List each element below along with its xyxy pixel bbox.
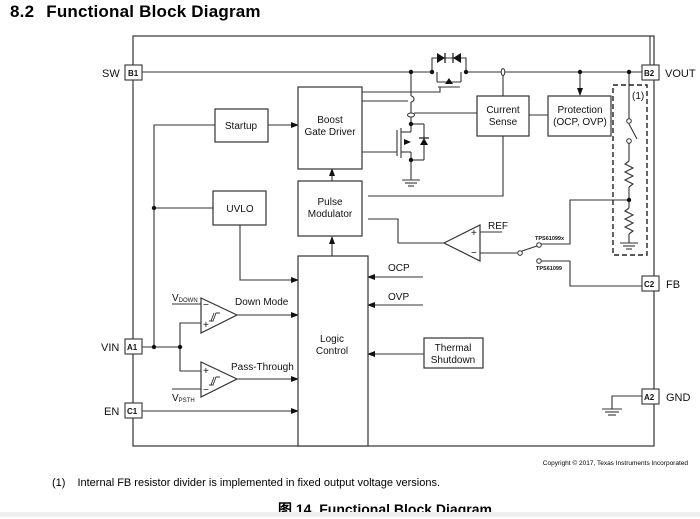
pin-id: A2	[644, 393, 655, 402]
minus-sign: −	[203, 385, 209, 396]
plus-sign: +	[203, 320, 209, 331]
switch-label-bottom: TPS61099	[536, 266, 562, 272]
vpsth-label: VPSTH	[172, 393, 195, 404]
minus-sign: −	[203, 300, 209, 311]
startup-label: Startup	[225, 121, 258, 132]
protection-sub-label: (OCP, OVP)	[553, 117, 607, 128]
minus-sign: −	[471, 248, 477, 259]
ovp-label: OVP	[388, 292, 409, 303]
thermal-shutdown-block	[423, 337, 484, 369]
control-label: Control	[316, 346, 348, 357]
junction-dots	[151, 69, 632, 350]
vdown-label: VDOWN	[172, 293, 198, 304]
pin-id: A1	[127, 343, 138, 352]
current-sense-block	[476, 95, 530, 137]
ref-label: REF	[488, 221, 508, 232]
modulator-label: Modulator	[308, 209, 353, 220]
switch-label-top: TPS61099x	[535, 236, 565, 242]
section-number: 8.2	[10, 2, 35, 21]
copyright-notice: Copyright © 2017, Texas Instruments Inco…	[542, 460, 688, 467]
note-marker: (1)	[632, 91, 644, 102]
section-title: Functional Block Diagram	[46, 2, 261, 21]
plus-sign: +	[203, 366, 209, 377]
startup-block	[214, 108, 269, 143]
chip-outline	[132, 35, 655, 447]
plus-sign: +	[471, 228, 477, 239]
pulse-modulator-block	[297, 180, 363, 237]
pass-through-comparator: + −	[200, 361, 239, 398]
footnote-text: Internal FB resistor divider is implemen…	[77, 477, 441, 489]
pin-fb: C2 FB	[641, 275, 680, 292]
boost-gate-driver-block	[297, 86, 363, 170]
pin-id: C1	[127, 407, 138, 416]
pin-id: C2	[644, 280, 655, 289]
pin-sw: B1 SW	[102, 64, 143, 81]
pin-gnd: A2 GND	[641, 388, 691, 405]
pin-name: SW	[102, 68, 120, 80]
footnote-marker: (1)	[52, 477, 66, 489]
gate-driver-label: Gate Driver	[304, 127, 356, 138]
pin-id: B2	[644, 69, 655, 78]
pulse-label: Pulse	[317, 197, 342, 208]
pin-en: C1 EN	[104, 402, 143, 419]
pin-name: VIN	[101, 342, 119, 354]
pin-name: FB	[666, 279, 680, 291]
section-heading: 8.2 Functional Block Diagram	[10, 2, 261, 22]
sense-label: Sense	[489, 117, 518, 128]
ocp-label: OCP	[388, 263, 410, 274]
error-amplifier: + −	[442, 224, 481, 262]
internal-divider-box	[612, 84, 648, 256]
pin-id: B1	[128, 69, 139, 78]
pin-name: EN	[104, 406, 119, 418]
logic-control-block	[297, 255, 369, 447]
pin-vout: B2 VOUT	[641, 64, 696, 81]
pass-through-label: Pass-Through	[231, 362, 294, 373]
uvlo-label: UVLO	[226, 204, 253, 215]
thermal-label: Thermal	[435, 343, 472, 354]
current-label: Current	[486, 105, 520, 116]
boost-label: Boost	[317, 115, 343, 126]
down-mode-comparator: − +	[200, 297, 239, 334]
wires	[142, 36, 651, 416]
pin-name: GND	[666, 392, 691, 404]
protection-block	[547, 95, 612, 137]
diode-icons	[404, 53, 461, 145]
logic-label: Logic	[320, 334, 344, 345]
pin-name: VOUT	[665, 68, 696, 80]
protection-label: Protection	[557, 105, 602, 116]
down-mode-label: Down Mode	[235, 297, 289, 308]
page-edge	[0, 512, 700, 517]
shutdown-label: Shutdown	[431, 355, 475, 366]
pin-vin: A1 VIN	[101, 338, 143, 355]
uvlo-block	[212, 190, 267, 226]
footnote: (1) Internal FB resistor divider is imple…	[52, 477, 440, 489]
